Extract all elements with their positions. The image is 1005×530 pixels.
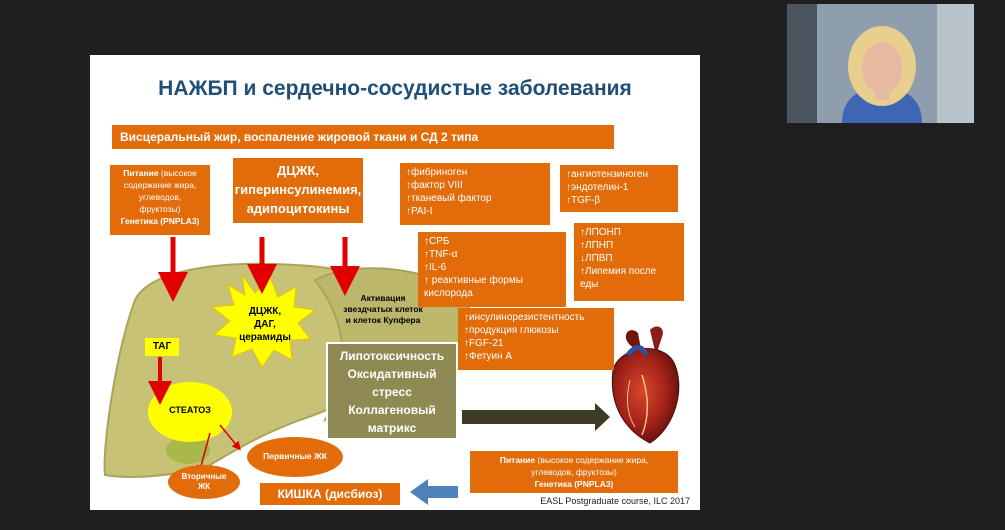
gallbladder-shape — [166, 436, 210, 464]
primary-bile-ellipse — [247, 437, 343, 477]
slide-footer: EASL Postgraduate course, ILC 2017 — [540, 496, 690, 506]
slide-title: НАЖБП и сердечно-сосудистые заболевания — [158, 77, 632, 100]
inflammation-markers-box: ↑СРБ ↑TNF-α ↑IL-6 ↑ реактивные формы кис… — [418, 232, 566, 307]
nutrition-genetics-bottom-box: Питание (высокое содержание жира, углево… — [470, 451, 678, 493]
presenter-webcam — [787, 4, 974, 123]
presentation-slide: НАЖБП и сердечно-сосудистые заболевания — [90, 55, 700, 510]
blue-arrow-to-intestine — [410, 479, 458, 505]
presenter-video — [787, 4, 974, 123]
secondary-bile-label: Вторичные ЖК — [181, 472, 227, 491]
visceral-fat-banner: Висцеральный жир, воспаление жировой тка… — [112, 125, 614, 149]
lipid-star-shape — [210, 274, 317, 368]
primary-bile-label: Первичные ЖК — [263, 451, 327, 461]
secondary-bile-ellipse — [168, 465, 240, 499]
dark-arrow-to-heart — [462, 403, 610, 431]
insulin-resistance-box: ↑инсулинорезистентность ↑продукция глюко… — [458, 308, 614, 370]
angiotensin-box: ↑ангиотензиноген ↑эндотелин-1 ↑TGF-β — [560, 165, 678, 212]
tag-label: ТАГ — [145, 338, 179, 356]
steatosis-label: СТЕАТОЗ — [169, 405, 211, 415]
intestine-box: КИШКА (дисбиоз) — [260, 483, 400, 505]
star-label: ДЦЖК, ДАГ, церамиды — [239, 306, 291, 343]
ffa-hyperinsulinemia-box: ДЦЖК, гиперинсулинемия, адипоцитокины — [233, 158, 363, 223]
nutrition-genetics-box: Питание (высокое содержание жира, углево… — [110, 165, 210, 235]
heart-illustration — [611, 326, 680, 444]
lipotoxicity-box: Липотоксичность Оксидативный стресс Колл… — [326, 342, 458, 440]
cell-activation-label: Активация звездчатых клеток и клеток Куп… — [343, 293, 423, 325]
coagulation-factors-box: ↑фибриноген ↑фактор VIII ↑тканевый факто… — [400, 163, 550, 225]
lipoproteins-box: ↑ЛПОНП ↑ЛПНП ↓ЛПВП ↑Липемия после еды — [574, 223, 684, 301]
